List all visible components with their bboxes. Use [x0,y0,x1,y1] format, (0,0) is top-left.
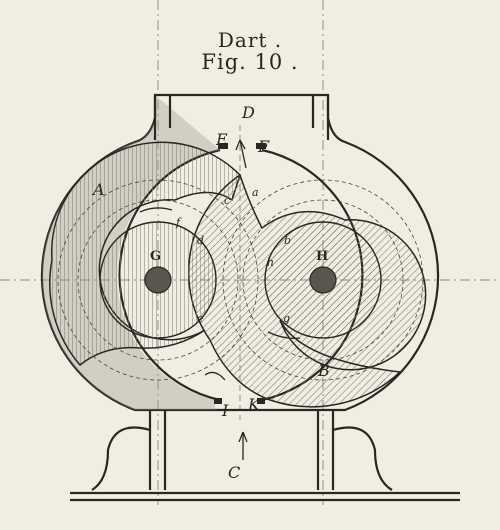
label-C: C [228,463,240,482]
diagram-labels: A B C D E F G H I K a b c d e f g h [91,103,330,482]
label-B: B [317,361,330,380]
label-b: b [284,234,291,247]
label-K: K [247,395,261,414]
label-A: A [91,180,105,199]
outlet-neck [153,95,330,140]
shaft-H [309,266,337,294]
label-g: g [283,312,290,325]
label-f: f [175,216,182,229]
rotor-A [49,141,241,367]
label-G: G [150,249,161,264]
label-F: F [257,137,270,156]
label-a: a [252,186,259,199]
port-lips [214,143,266,404]
diagram-title-figure: Fig. 10 . [201,50,299,74]
label-H: H [316,249,328,264]
label-e: e [197,312,204,325]
label-I: I [221,401,229,420]
pitch-circles [57,179,424,381]
label-D: D [241,103,255,122]
flow-arrows [139,139,301,460]
pump-base [70,410,460,502]
label-d: d [197,234,204,247]
label-E: E [215,130,228,149]
diagram-title-author: Dart . [217,28,283,52]
label-c: c [224,194,230,207]
label-h: h [267,256,274,269]
shaft-G [144,266,172,294]
